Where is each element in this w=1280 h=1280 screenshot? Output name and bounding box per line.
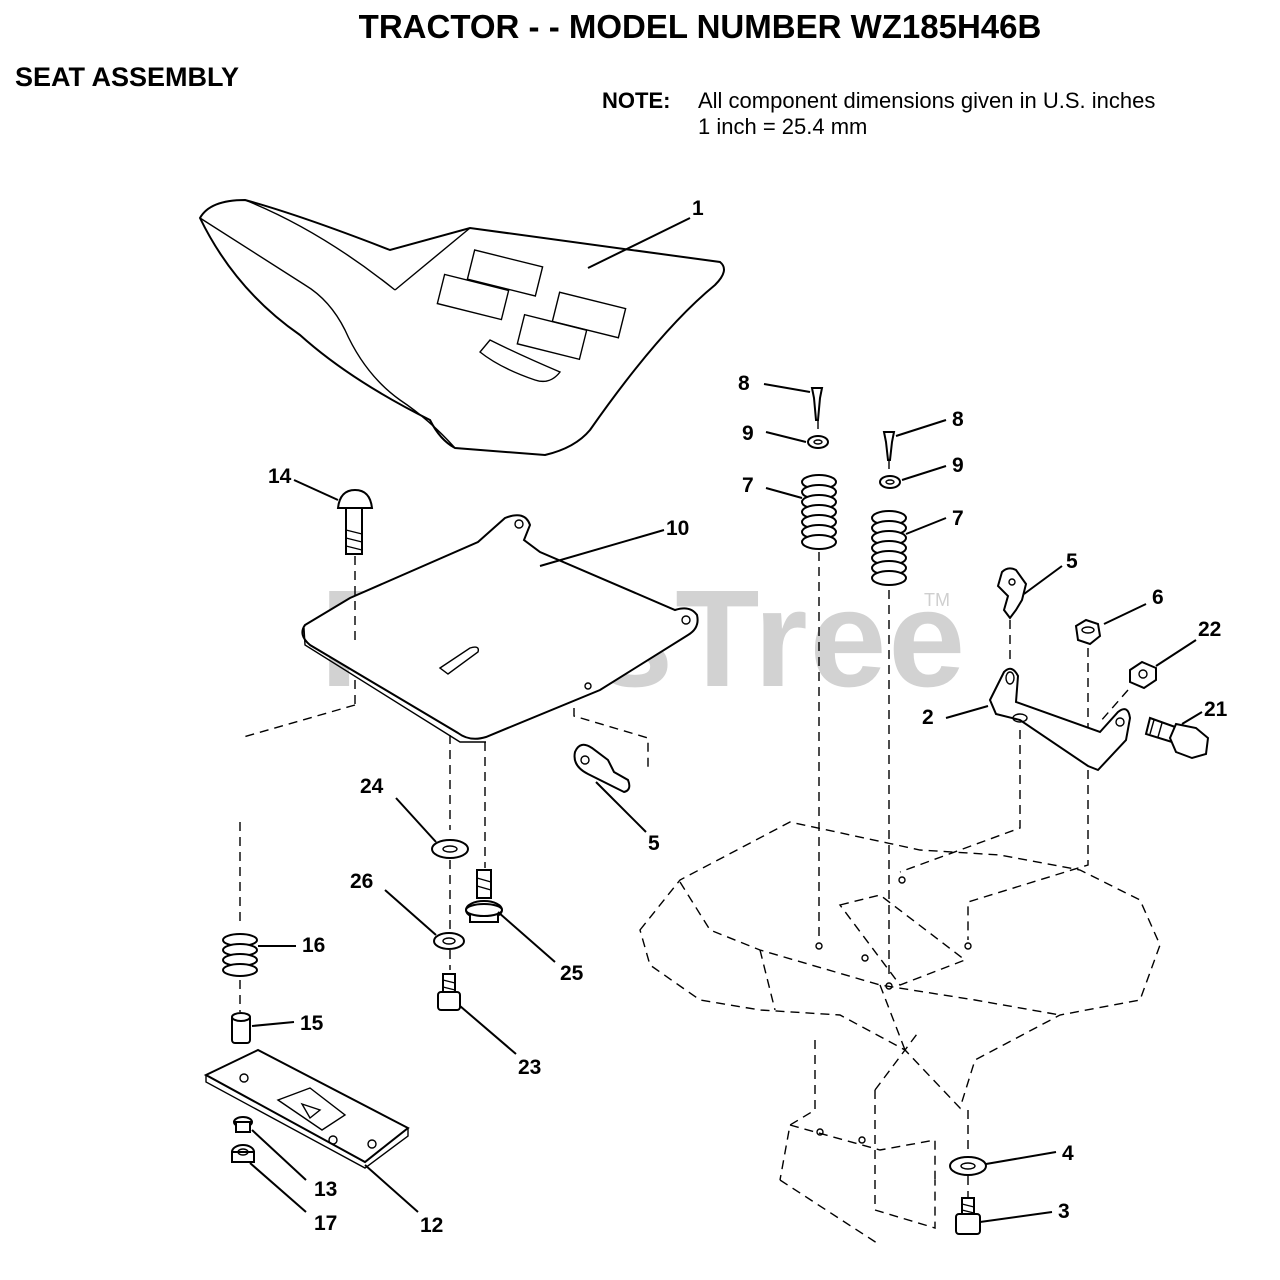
- dashed-link-21: [967, 770, 1089, 940]
- leader-line-8-right: [895, 419, 947, 437]
- leader-line-3: [979, 1211, 1053, 1223]
- lock-nut-6-part[interactable]: [1074, 618, 1102, 646]
- callout-23: 23: [518, 1056, 541, 1079]
- seat-clip-right-part[interactable]: [996, 567, 1028, 620]
- shoulder-bolt-part[interactable]: [465, 869, 503, 923]
- centerline-14c: [239, 704, 356, 739]
- leader-line-14: [293, 479, 339, 501]
- leader-line-5-left: [595, 781, 647, 833]
- leader-line-25: [497, 911, 556, 963]
- leader-line-15: [251, 1021, 295, 1027]
- callout-13: 13: [314, 1178, 337, 1201]
- spacer-part[interactable]: [231, 1012, 251, 1044]
- leader-line-7-right: [905, 517, 947, 535]
- callout-5-left: 5: [648, 832, 660, 855]
- hex-bolt-3-part[interactable]: [955, 1197, 981, 1235]
- leader-line-1: [587, 217, 691, 269]
- callout-17: 17: [314, 1212, 337, 1235]
- callout-1: 1: [692, 197, 704, 220]
- callout-12: 12: [420, 1214, 443, 1237]
- callout-9-right: 9: [952, 454, 964, 477]
- page-title: TRACTOR - - MODEL NUMBER WZ185H46B: [358, 8, 1042, 45]
- section-heading: SEAT ASSEMBLY: [15, 62, 240, 92]
- callout-8-left: 8: [738, 372, 750, 395]
- callout-5-right: 5: [1066, 550, 1078, 573]
- callout-3: 3: [1058, 1200, 1070, 1223]
- seat-bracket-plate-part[interactable]: [203, 1048, 410, 1169]
- dashed-link-22: [1099, 689, 1129, 723]
- seat-clip-left-part[interactable]: [573, 743, 631, 794]
- flat-washer-part[interactable]: [233, 1116, 253, 1133]
- leader-line-7-left: [765, 487, 803, 499]
- leader-line-8-left: [763, 383, 811, 393]
- leader-line-12: [364, 1164, 419, 1213]
- note-line-2: 1 inch = 25.4 mm: [698, 114, 868, 139]
- callout-21: 21: [1204, 698, 1228, 721]
- note-line-1: All component dimensions given in U.S. i…: [698, 88, 1156, 113]
- dashed-link-5-left: [573, 708, 649, 770]
- flat-washer-4-part[interactable]: [949, 1156, 987, 1176]
- leader-line-24: [395, 797, 437, 843]
- leader-line-9-left: [765, 431, 807, 443]
- callout-15: 15: [300, 1012, 324, 1035]
- leader-line-2: [945, 705, 989, 719]
- washer-9-left-part[interactable]: [807, 435, 829, 449]
- callout-4: 4: [1062, 1142, 1074, 1165]
- callout-8-right: 8: [952, 408, 964, 431]
- washer-24-part[interactable]: [431, 839, 469, 859]
- spring-bracket-2-part[interactable]: [988, 667, 1132, 772]
- carriage-bolt-part[interactable]: [336, 488, 374, 555]
- leader-line-17: [249, 1162, 307, 1213]
- leader-line-5-right: [1023, 565, 1063, 595]
- screw-8-left-part[interactable]: [810, 387, 824, 421]
- callout-2: 2: [922, 706, 934, 729]
- seat-pan-part[interactable]: [301, 514, 699, 743]
- hex-nut-part[interactable]: [231, 1144, 255, 1163]
- leader-line-23: [459, 1005, 517, 1055]
- washer-9-right-part[interactable]: [879, 475, 901, 489]
- leader-line-10: [539, 529, 665, 567]
- callout-14: 14: [268, 465, 292, 488]
- callout-10: 10: [666, 517, 689, 540]
- callout-9-left: 9: [742, 422, 754, 445]
- washer-26-part[interactable]: [433, 932, 465, 950]
- spring-7-right-part[interactable]: [871, 510, 907, 586]
- nut-22-part[interactable]: [1129, 660, 1157, 690]
- callout-16: 16: [302, 934, 325, 957]
- hex-bolt-23-part[interactable]: [437, 973, 461, 1011]
- dimension-note: NOTE: All component dimensions given in U…: [602, 88, 1155, 140]
- callout-26: 26: [350, 870, 373, 893]
- dashed-link-2: [899, 730, 1021, 873]
- screw-8-right-part[interactable]: [882, 431, 896, 461]
- leader-line-26: [384, 889, 437, 936]
- tractor-frame-outline: [639, 821, 1161, 1246]
- trademark-mark: TM: [924, 590, 950, 610]
- seat-part[interactable]: [198, 198, 725, 457]
- callout-6: 6: [1152, 586, 1164, 609]
- callout-7-left: 7: [742, 474, 754, 497]
- compression-spring-part[interactable]: [222, 933, 258, 977]
- leader-line-21: [1181, 711, 1203, 725]
- leader-line-9-right: [901, 465, 947, 481]
- shoulder-bolt-21-part[interactable]: [1144, 716, 1210, 760]
- leader-line-4: [985, 1151, 1057, 1165]
- note-label: NOTE:: [602, 88, 671, 113]
- leader-line-6: [1103, 603, 1147, 625]
- callout-24: 24: [360, 775, 384, 798]
- leader-line-13: [251, 1129, 307, 1181]
- leader-line-22: [1155, 639, 1197, 667]
- callout-22: 22: [1198, 618, 1221, 641]
- spring-7-left-part[interactable]: [801, 474, 837, 550]
- callout-25: 25: [560, 962, 584, 985]
- callout-7-right: 7: [952, 507, 964, 530]
